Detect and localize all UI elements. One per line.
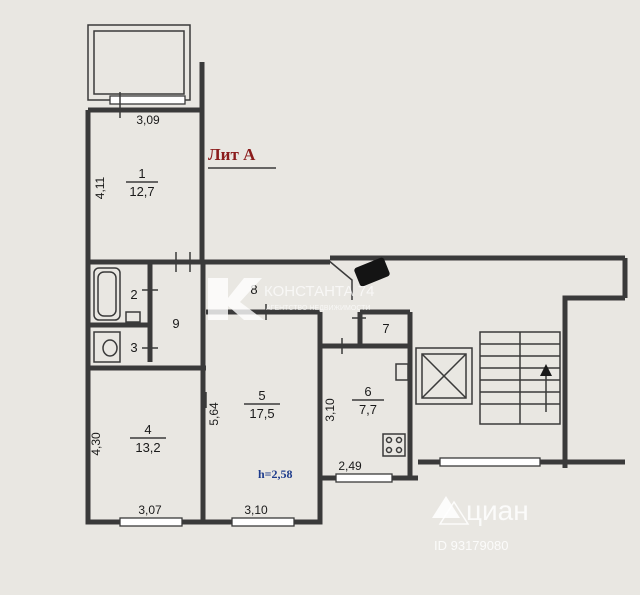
room-9-number: 9: [172, 316, 179, 331]
room-1-area: 12,7: [129, 184, 154, 199]
room-4-number: 4: [144, 422, 151, 437]
ceiling-height-label: h=2,58: [258, 467, 293, 481]
cian-watermark: циан ID 93179080: [432, 495, 529, 553]
room-3-number: 3: [130, 340, 137, 355]
cian-logo-icon: [432, 496, 470, 525]
dim-room4-width: 3,07: [138, 503, 162, 517]
room-6-area: 7,7: [359, 402, 377, 417]
kitchen-sink-icon: [395, 363, 409, 381]
chute-icon: [354, 257, 390, 287]
doors: [119, 92, 366, 408]
room-5-area: 17,5: [249, 406, 274, 421]
toilet-icon: [93, 331, 121, 363]
bathtub-icon: [93, 267, 121, 321]
dim-room6-height: 3,10: [323, 398, 337, 422]
agency-watermark: КОНСТАНТА 74 АГЕНТСТВО НЕДВИЖИМОСТИ: [208, 278, 374, 320]
room-5-number: 5: [258, 388, 265, 403]
agency-logo-icon: [208, 278, 264, 320]
dim-room5-height: 5,64: [207, 402, 221, 426]
stove-icon: [382, 433, 406, 457]
room-4-area: 13,2: [135, 440, 160, 455]
stair-up-arrow-icon: [540, 364, 552, 412]
dim-room4-height: 4,30: [89, 432, 103, 456]
listing-id: ID 93179080: [434, 538, 508, 553]
cian-brand: циан: [466, 495, 529, 526]
room-7-number: 7: [382, 321, 389, 336]
lit-label: Лит А: [208, 145, 256, 164]
balcony: [87, 24, 191, 105]
dim-room1-height: 4,11: [93, 176, 107, 199]
room-labels: 1 12,7 2 3 9 4 13,2 5 17,5 6 7,7 7 8: [126, 166, 390, 455]
agency-name: КОНСТАНТА 74: [264, 283, 374, 300]
dim-room5-width: 3,10: [244, 503, 268, 517]
room-8-number: 8: [250, 282, 257, 297]
room-1-number: 1: [138, 166, 145, 181]
stairs: [479, 331, 561, 425]
room-6-number: 6: [364, 384, 371, 399]
agency-tagline: АГЕНТСТВО НЕДВИЖИМОСТИ: [266, 305, 370, 312]
elevator-icon: [415, 347, 473, 405]
sink-icon: [125, 311, 141, 323]
windows: [119, 457, 541, 527]
dimension-labels: 3,09 4,11 4,30 3,07 5,64 3,10 3,10 2,49: [89, 113, 362, 517]
room-2-number: 2: [130, 287, 137, 302]
dim-room6-width: 2,49: [338, 459, 362, 473]
dim-balcony-width: 3,09: [136, 113, 160, 127]
